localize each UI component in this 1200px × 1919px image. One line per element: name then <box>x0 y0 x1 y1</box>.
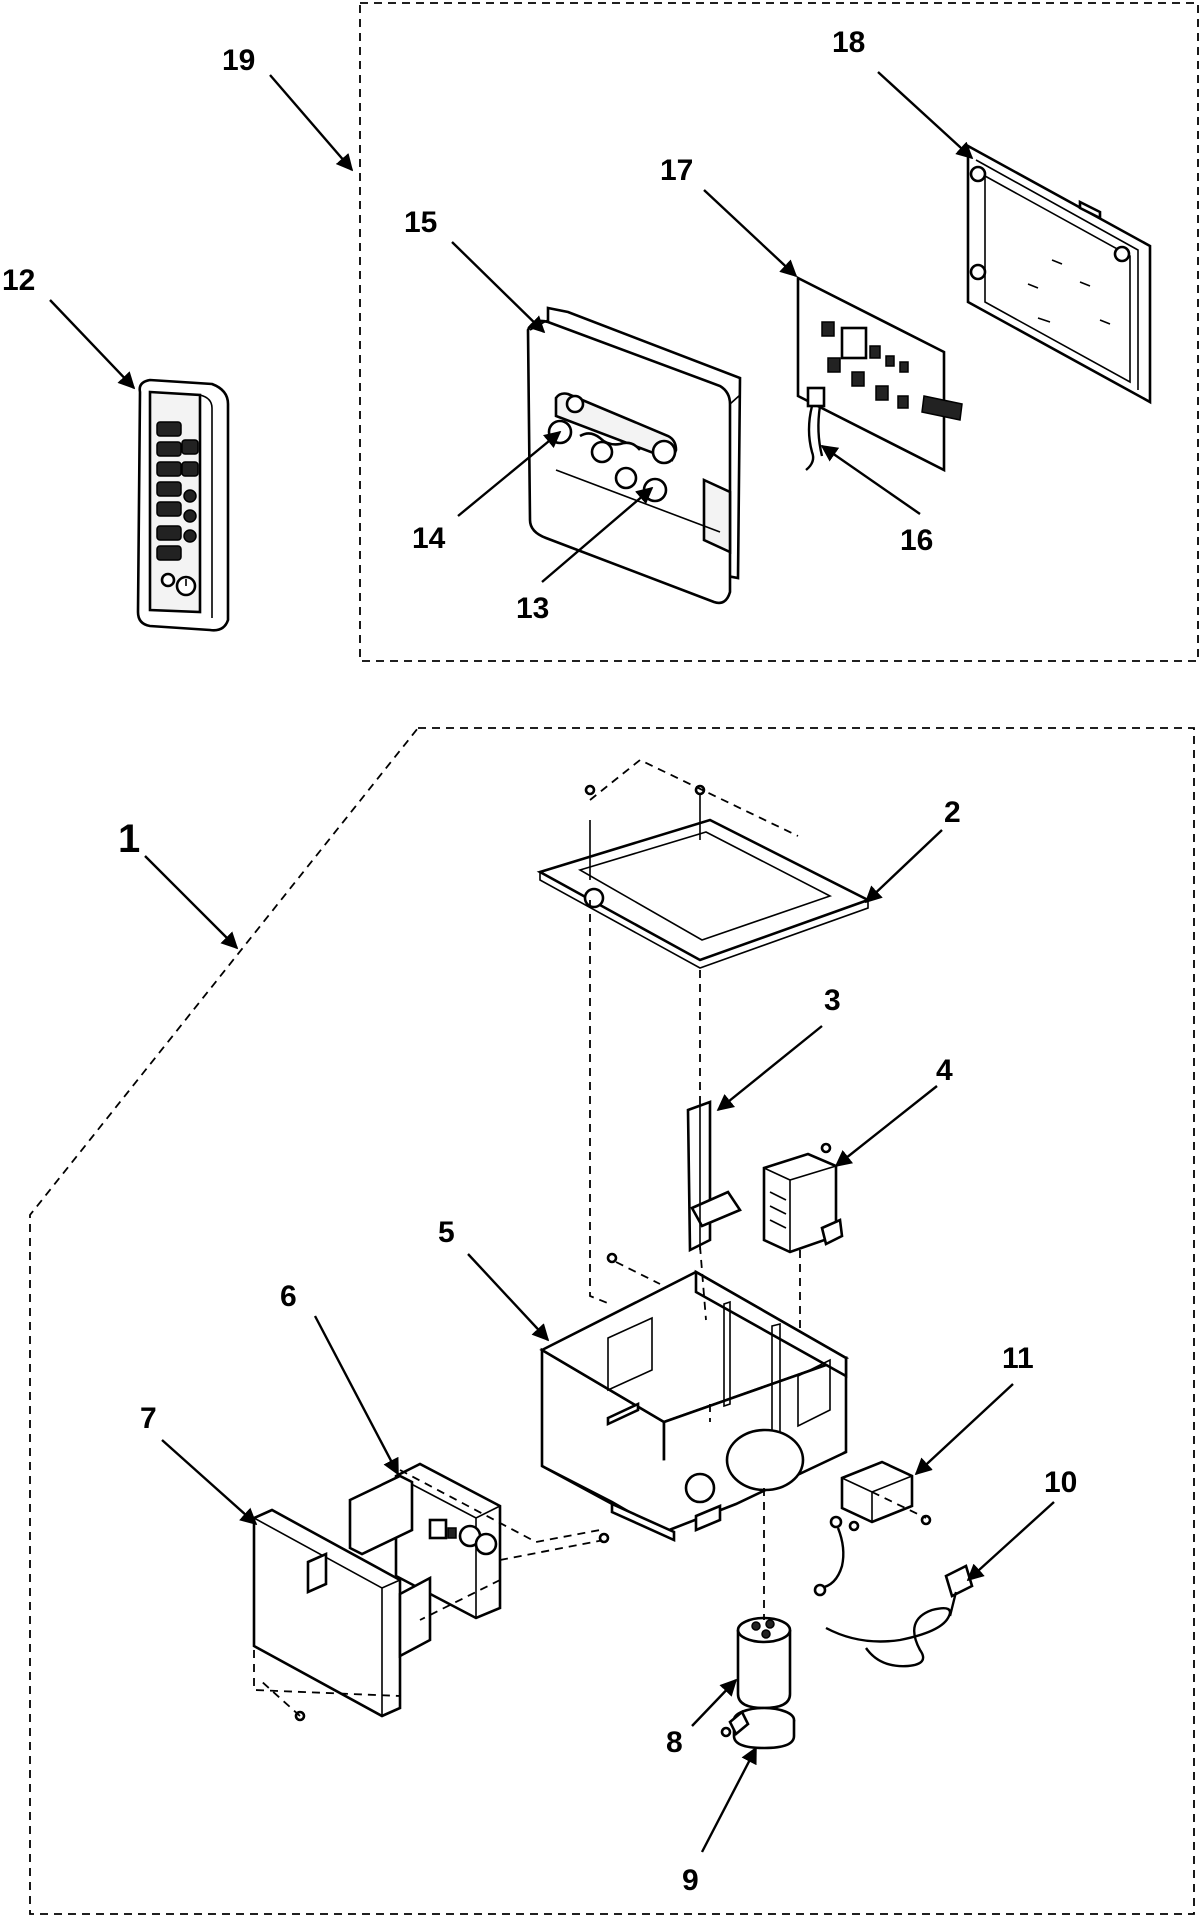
callout-4: 4 <box>936 1054 953 1087</box>
bracket <box>686 1100 742 1253</box>
wire-harness <box>805 386 826 471</box>
callout-3: 3 <box>824 984 841 1017</box>
leader-lines <box>49 71 1055 1853</box>
callout-10: 10 <box>1044 1466 1077 1499</box>
callout-13: 13 <box>516 592 549 625</box>
callout-14: 14 <box>412 522 446 555</box>
control-panel-front <box>526 306 742 605</box>
callout-11: 11 <box>1002 1342 1034 1375</box>
group-19-boundary <box>359 2 1199 662</box>
callout-6: 6 <box>280 1280 297 1313</box>
callout-12: 12 <box>2 264 35 297</box>
callout-15: 15 <box>404 206 437 239</box>
callout-19: 19 <box>222 44 255 77</box>
control-pcb <box>796 275 963 473</box>
ground-wire <box>813 1515 845 1597</box>
main-chassis <box>539 1269 850 1543</box>
callout-9: 9 <box>682 1864 699 1897</box>
power-cord <box>825 1564 974 1668</box>
assembly-lines <box>253 900 927 1697</box>
callout-18: 18 <box>832 26 865 59</box>
transformer <box>762 1142 844 1254</box>
remote-control <box>136 378 230 632</box>
top-plate <box>536 758 872 969</box>
callout-5: 5 <box>438 1216 455 1249</box>
callout-17: 17 <box>660 154 693 187</box>
callout-16: 16 <box>900 524 933 557</box>
capacitor-clamp <box>720 1706 796 1750</box>
callout-8: 8 <box>666 1726 683 1759</box>
callout-2: 2 <box>944 796 961 829</box>
callout-7: 7 <box>140 1402 157 1435</box>
back-cover <box>966 143 1152 405</box>
callout-1: 1 <box>118 817 140 861</box>
group-1-boundary <box>29 727 1195 1915</box>
main-pcb <box>394 1462 502 1620</box>
callout-labels: 19 12 15 14 13 16 17 18 1 2 3 4 5 11 6 7… <box>2 26 1077 1897</box>
capacitor <box>736 1616 792 1710</box>
control-cover <box>252 1474 432 1722</box>
remote-buttons <box>156 421 199 597</box>
